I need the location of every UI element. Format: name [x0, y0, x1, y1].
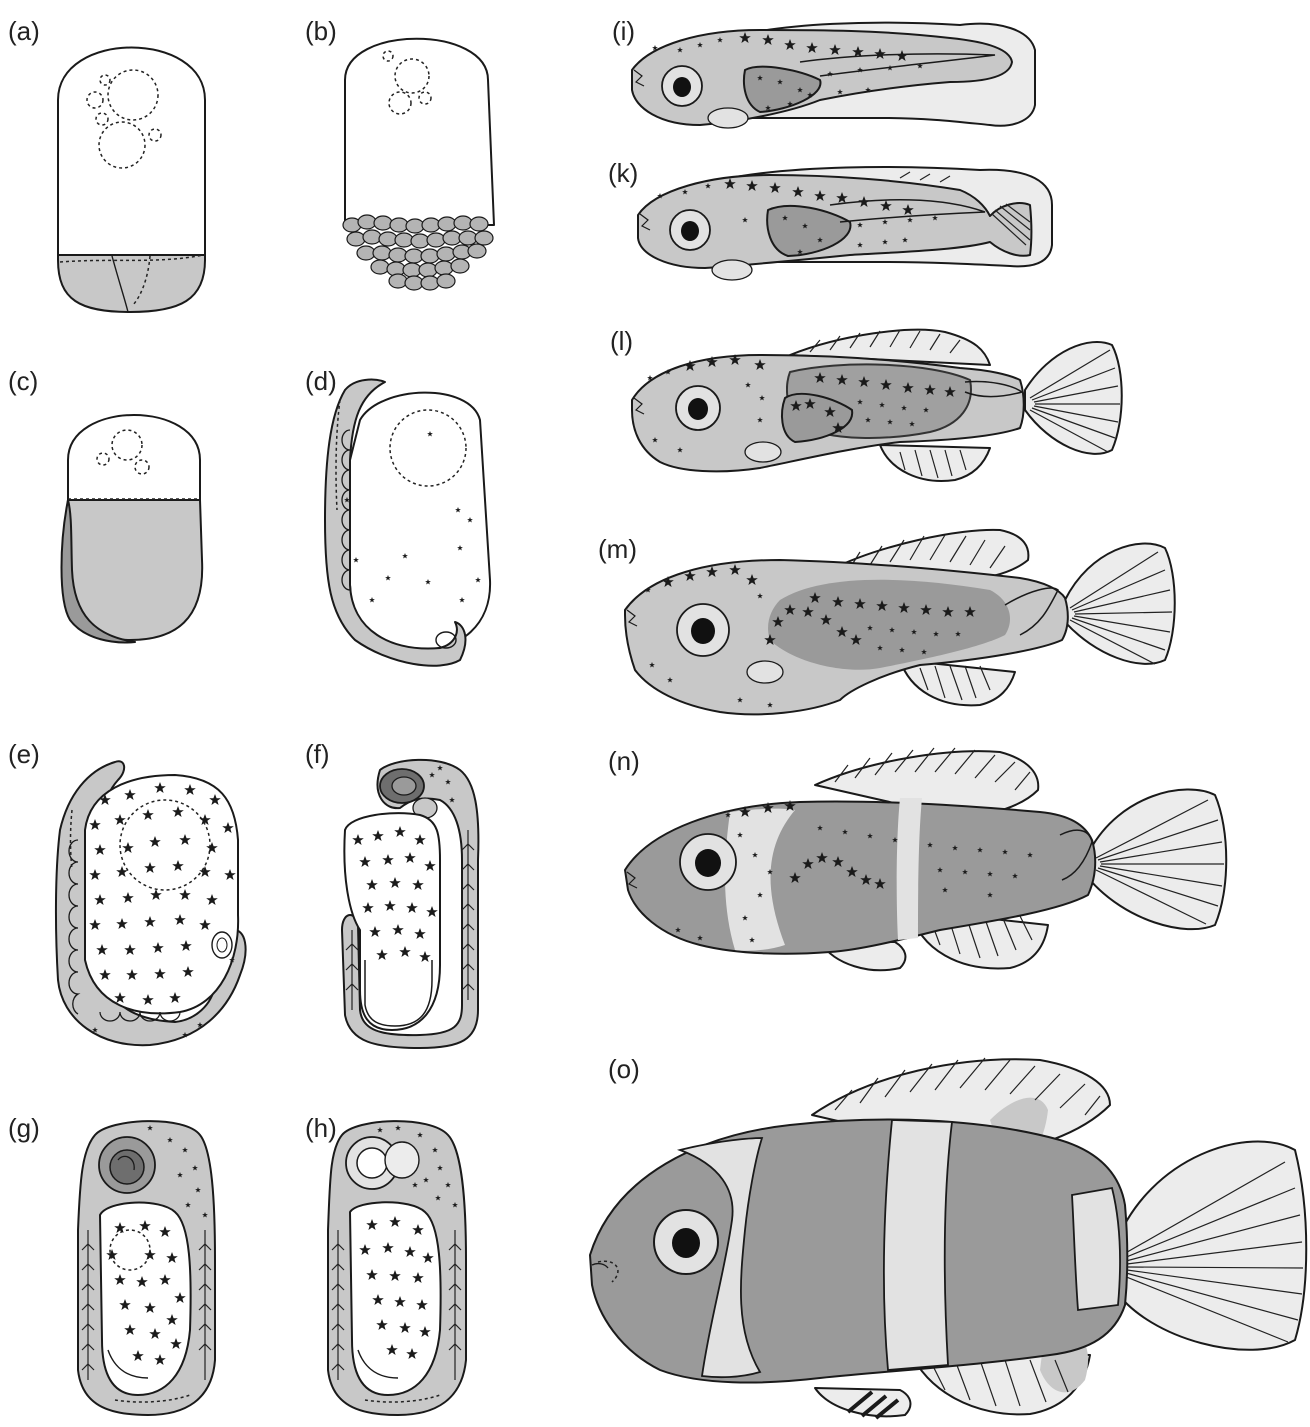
adult-clownfish-o: [590, 1058, 1306, 1418]
panel-label-m: (m): [598, 534, 637, 564]
panel-label-n: (n): [608, 746, 640, 776]
panel-label-h: (h): [305, 1113, 337, 1143]
panel-label-e: (e): [8, 739, 40, 769]
embryo-f: [342, 760, 478, 1048]
larva-k: [638, 167, 1052, 280]
egg-b: [343, 39, 494, 290]
egg-a: [58, 48, 205, 313]
embryo-g: [78, 1121, 215, 1415]
panel-label-a: (a): [8, 16, 40, 46]
juvenile-m: [625, 530, 1175, 715]
larva-i: [632, 23, 1035, 128]
panel-label-b: (b): [305, 16, 337, 46]
panel-label-l: (l): [610, 326, 633, 356]
blastomere-cells: [343, 215, 493, 290]
embryo-h: [328, 1121, 466, 1415]
panel-label-c: (c): [8, 366, 38, 396]
panel-label-f: (f): [305, 739, 330, 769]
panel-label-k: (k): [608, 158, 638, 188]
panel-label-d: (d): [305, 366, 337, 396]
embryo-d: [325, 380, 490, 666]
panel-label-o: (o): [608, 1054, 640, 1084]
egg-c: [62, 415, 203, 642]
panel-label-i: (i): [612, 16, 635, 46]
panel-label-g: (g): [8, 1113, 40, 1143]
juvenile-n: [625, 748, 1226, 970]
embryo-e: [56, 761, 246, 1045]
larva-l: [632, 330, 1122, 481]
